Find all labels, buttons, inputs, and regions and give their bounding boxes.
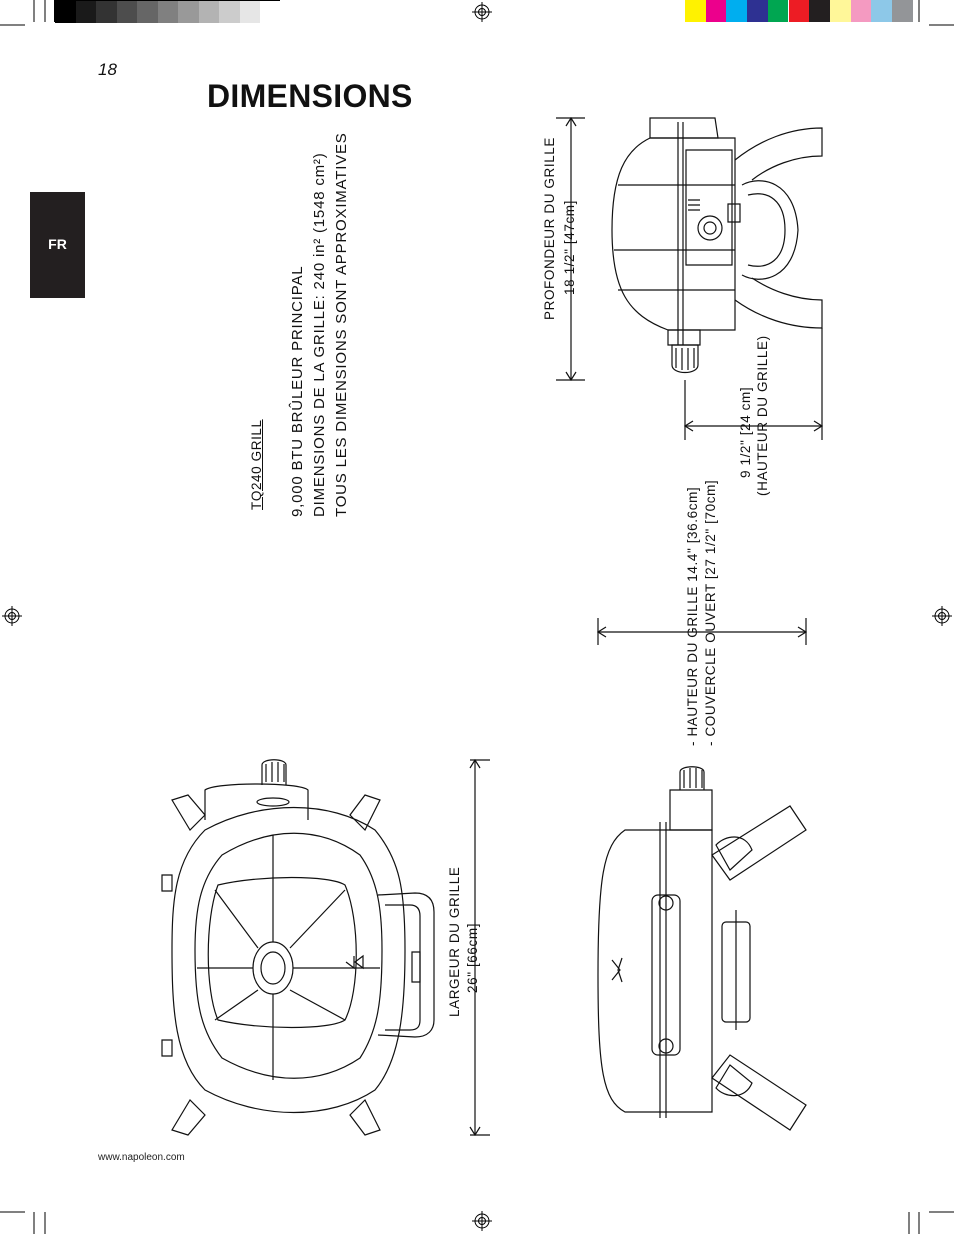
registration-mark-bottom <box>472 1211 492 1231</box>
color-swatch <box>55 1 76 23</box>
color-swatch <box>219 1 240 23</box>
color-swatch <box>239 1 260 23</box>
color-swatch <box>726 0 748 22</box>
color-swatch <box>96 1 117 23</box>
process-color-bar <box>685 0 913 22</box>
color-swatch <box>829 0 851 22</box>
footer-url: www.napoleon.com <box>98 1152 185 1163</box>
gray-color-bar <box>54 0 281 23</box>
width-label: LARGEUR DU GRILLE <box>447 866 462 1018</box>
language-tab-label: FR <box>48 236 67 252</box>
color-swatch <box>260 1 281 23</box>
color-swatch <box>75 1 96 23</box>
color-swatch <box>178 1 199 23</box>
page-number: 18 <box>98 60 117 79</box>
color-swatch <box>850 0 872 22</box>
color-swatch <box>198 1 219 23</box>
page-title: DIMENSIONS <box>207 78 413 114</box>
color-swatch <box>157 1 178 23</box>
color-swatch <box>809 0 830 22</box>
color-swatch <box>116 1 137 23</box>
color-swatch <box>685 0 706 22</box>
color-swatch <box>767 0 789 22</box>
registration-mark-right <box>932 606 952 626</box>
color-swatch <box>747 0 768 22</box>
color-swatch <box>137 1 158 23</box>
color-swatch <box>788 0 810 22</box>
width-value: 26" [66cm] <box>465 922 480 993</box>
color-swatch <box>871 0 892 22</box>
color-swatch <box>705 0 727 22</box>
registration-mark-top <box>472 2 492 22</box>
language-tab: FR <box>30 192 85 298</box>
color-swatch <box>892 0 913 22</box>
registration-mark-left <box>2 606 22 626</box>
